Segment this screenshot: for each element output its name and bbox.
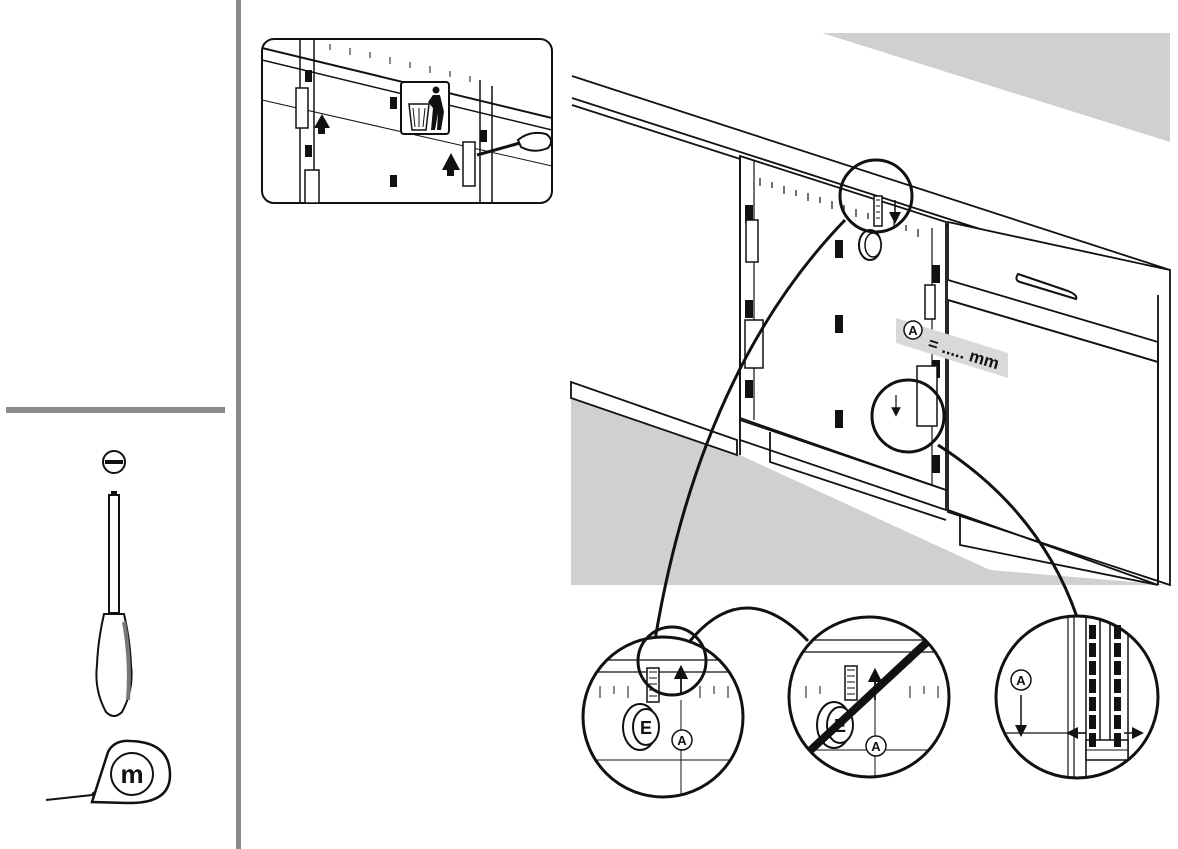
vertical-divider	[236, 0, 241, 849]
detail-letter-a3: A	[1016, 673, 1026, 688]
horizontal-divider	[6, 407, 225, 413]
screwdriver-icon	[95, 491, 133, 717]
right-cabinet	[947, 220, 1171, 587]
detail-incorrect: E A	[787, 615, 951, 779]
strip-slots	[1089, 625, 1121, 747]
drawer-handle-icon	[1015, 272, 1078, 301]
detail-measure: A	[994, 614, 1160, 780]
leader-lines	[653, 218, 1079, 643]
up-arrow-icon	[442, 153, 460, 176]
tape-measure-label: m	[120, 759, 143, 789]
detail-letter-a1: A	[677, 733, 687, 748]
flat-head-symbol-icon	[102, 450, 126, 474]
trash-bin-icon	[400, 81, 450, 135]
measure-note-letter: A	[908, 323, 918, 338]
cross-out-icon	[797, 627, 943, 763]
kitchen-scene: A = ..... mm	[570, 33, 1171, 587]
hinge-letter-1: E	[640, 718, 652, 738]
highlight-circles	[838, 158, 946, 454]
left-cabinet	[570, 380, 738, 457]
up-arrow-icon	[314, 114, 330, 134]
tool-sidebar: m	[6, 0, 241, 849]
tape-measure-icon: m	[45, 739, 172, 805]
flat-head-screwdriver-icon	[476, 131, 552, 157]
wall-backdrop	[822, 33, 1170, 142]
detail-letter-a2: A	[871, 739, 881, 754]
floor	[571, 392, 1170, 585]
detail-correct: E A	[581, 625, 745, 799]
inset-panel	[261, 38, 553, 204]
